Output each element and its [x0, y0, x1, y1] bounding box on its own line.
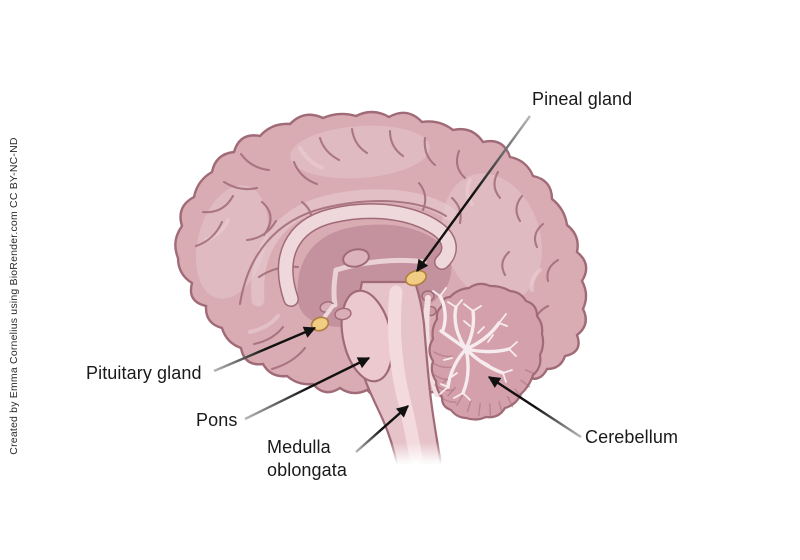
cerebellum-folia	[440, 369, 536, 417]
pituitary-stalk	[321, 304, 335, 321]
label-pons: Pons	[196, 410, 238, 430]
fornix	[331, 257, 427, 308]
cerebellum-arrow	[487, 375, 582, 439]
interthalamic-adhesion	[342, 248, 370, 268]
cord-fade	[370, 442, 465, 468]
corpus-callosum	[277, 203, 457, 307]
fourth-ventricle	[423, 295, 440, 397]
flocculus-ridges	[432, 351, 457, 403]
hypothalamus-bumps	[319, 301, 352, 321]
label-pituitary-gland: Pituitary gland	[86, 363, 202, 383]
arbor-vitae	[432, 287, 518, 401]
pons-arrow	[244, 356, 371, 421]
credit-text: Created by Emma Cornelius using BioRende…	[8, 137, 20, 455]
leader-arrows	[213, 115, 582, 453]
label-pineal-gland: Pineal gland	[532, 89, 633, 109]
label-cerebellum: Cerebellum	[585, 427, 679, 447]
pineal-gland-shape	[404, 269, 428, 287]
medulla-arrow	[355, 405, 409, 453]
pineal-arrow	[416, 115, 531, 272]
cerebellum-shape-group	[428, 282, 545, 421]
label-medulla-oblongata: Medulla oblongata	[267, 437, 347, 480]
sulci-highlight-lines	[204, 146, 542, 334]
pituitary-arrow	[213, 326, 317, 373]
